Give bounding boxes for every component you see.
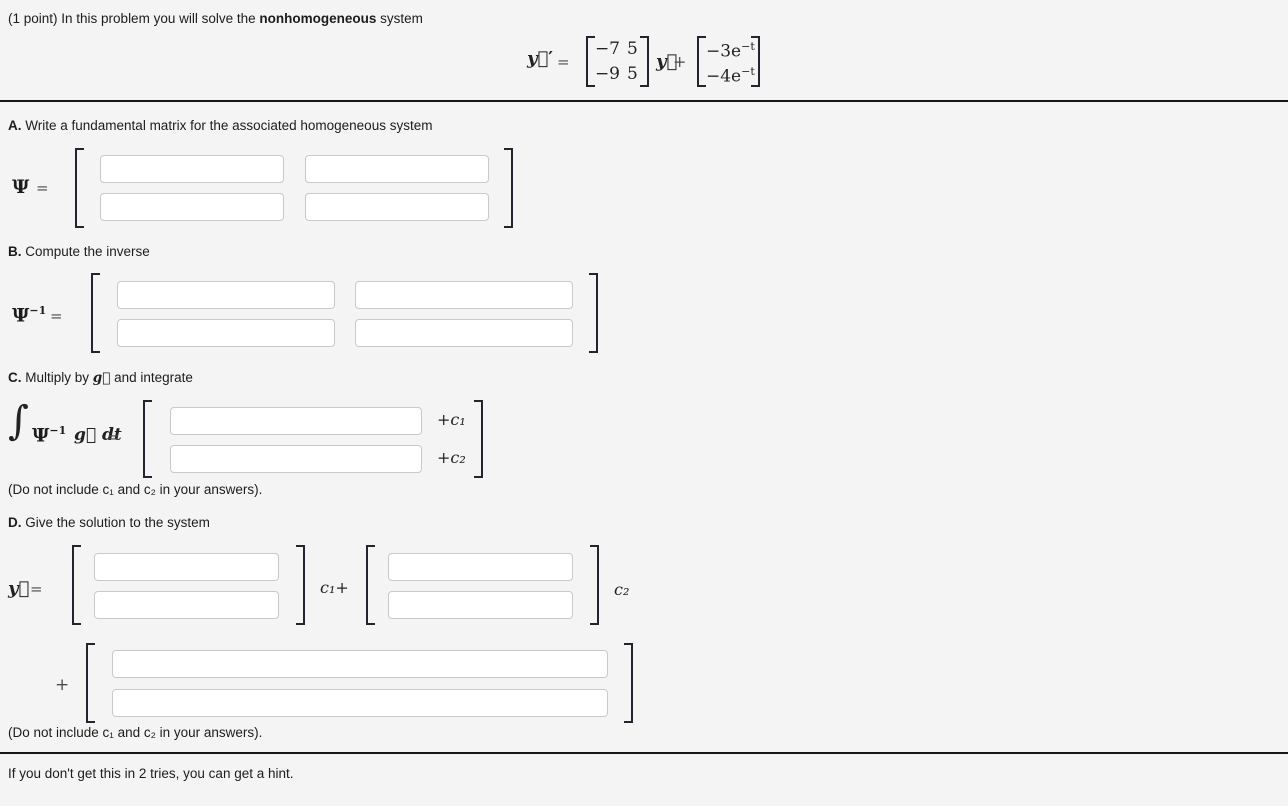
divider — [0, 752, 1288, 754]
right-bracket — [296, 545, 305, 625]
right-bracket — [589, 273, 598, 353]
psi-symbol: Ψ — [12, 176, 30, 198]
solution1-input-r1[interactable] — [94, 553, 279, 581]
c1-plus-label: c₁+ — [320, 578, 349, 597]
psi-input-r1c1[interactable] — [100, 155, 284, 183]
problem-intro: (1 point) In this problem you will solve… — [8, 11, 423, 26]
left-bracket — [72, 545, 81, 625]
right-bracket — [590, 545, 599, 625]
solution1-input-r2[interactable] — [94, 591, 279, 619]
left-bracket — [697, 36, 706, 87]
forcing-entry: −4e−t — [706, 65, 755, 87]
integral-sign: ∫ — [8, 398, 29, 444]
divider — [0, 100, 1288, 102]
equals-sign: = — [50, 307, 63, 325]
psi-input-r2c2[interactable] — [305, 193, 489, 221]
left-bracket — [586, 36, 595, 87]
hint-text: If you don't get this in 2 tries, you ca… — [8, 766, 294, 781]
matrix-cell: 5 — [627, 39, 638, 59]
equation-plus: + — [673, 52, 687, 71]
left-bracket — [75, 148, 84, 228]
left-bracket — [86, 643, 95, 723]
plus-c2-label: +c₂ — [437, 448, 466, 467]
equals-sign: = — [107, 428, 120, 446]
forcing-entry: −3e−t — [706, 40, 755, 62]
intro-bold-word: nonhomogeneous — [259, 11, 377, 26]
equals-sign: = — [30, 580, 43, 598]
intro-prefix: (1 point) In this problem you will solve… — [8, 11, 260, 26]
section-d-note: (Do not include c₁ and c₂ in your answer… — [8, 725, 263, 740]
equation-equals: = — [557, 53, 570, 71]
section-d-title: D. Give the solution to the system — [8, 515, 210, 530]
right-bracket — [751, 36, 760, 87]
psi-inverse-symbol: Ψ−1 — [12, 304, 47, 327]
section-c-title: C. Multiply by g⃗ and integrate — [8, 370, 193, 386]
solution2-input-r1[interactable] — [388, 553, 573, 581]
matrix-cell: −9 — [594, 64, 620, 84]
psi-input-r2c1[interactable] — [100, 193, 284, 221]
right-bracket — [624, 643, 633, 723]
section-c-note: (Do not include c₁ and c₂ in your answer… — [8, 482, 263, 497]
equation-lhs: y⃗′ — [527, 48, 554, 69]
psi-input-r1c2[interactable] — [305, 155, 489, 183]
intro-suffix: system — [376, 11, 423, 26]
psi-inverse-input-r2c2[interactable] — [355, 319, 573, 347]
c2-label: c₂ — [614, 580, 630, 599]
integral-input-r1[interactable] — [170, 407, 422, 435]
psi-inverse-input-r1c2[interactable] — [355, 281, 573, 309]
left-bracket — [91, 273, 100, 353]
particular-input-r2[interactable] — [112, 689, 608, 717]
psi-inverse-symbol: Ψ−1 — [32, 424, 67, 447]
plus-sign: + — [55, 675, 70, 695]
right-bracket — [504, 148, 513, 228]
plus-c1-label: +c₁ — [437, 410, 466, 429]
section-a-title: A. Write a fundamental matrix for the as… — [8, 118, 433, 133]
matrix-cell: 5 — [627, 64, 638, 84]
y-vector-symbol: y⃗ — [8, 578, 30, 599]
left-bracket — [366, 545, 375, 625]
particular-input-r1[interactable] — [112, 650, 608, 678]
matrix-cell: −7 — [594, 39, 620, 59]
psi-inverse-input-r1c1[interactable] — [117, 281, 335, 309]
solution2-input-r2[interactable] — [388, 591, 573, 619]
right-bracket — [640, 36, 649, 87]
right-bracket — [474, 400, 483, 478]
integral-input-r2[interactable] — [170, 445, 422, 473]
psi-inverse-input-r2c1[interactable] — [117, 319, 335, 347]
section-b-title: B. Compute the inverse — [8, 244, 150, 259]
equals-sign: = — [36, 179, 49, 197]
g-dt-symbol: g⃗ dt — [74, 425, 122, 445]
equation-y-vector: y⃗ — [656, 51, 678, 72]
left-bracket — [143, 400, 152, 478]
